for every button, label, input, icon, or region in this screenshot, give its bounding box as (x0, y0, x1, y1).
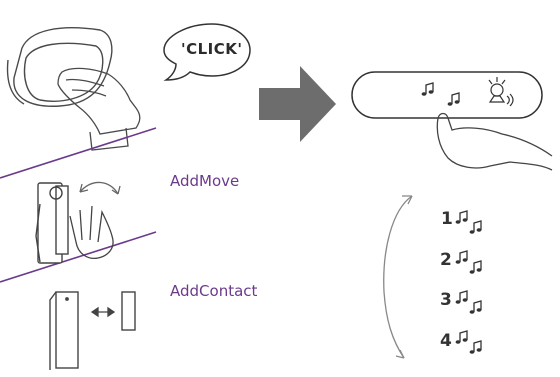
sequence-note-icon (454, 210, 483, 355)
sequence-number-3: 3 (440, 290, 452, 310)
bubble-text: 'CLICK' (181, 40, 243, 58)
chime-unit (6, 27, 113, 107)
pressing-hand-icon (436, 112, 553, 171)
process-arrow (259, 66, 336, 142)
sequence-number-4: 4 (440, 331, 452, 351)
cycle-arrow-icon (79, 181, 119, 195)
divider-line-bottom (0, 231, 157, 283)
addcontact-label: AddContact (170, 282, 258, 300)
sequence-number-1: 1 (441, 209, 453, 229)
speech-bubble (163, 23, 251, 81)
sequence-cycle (383, 195, 413, 359)
chime-panel (351, 71, 543, 119)
swap-arrow-icon (90, 306, 116, 318)
addmove-device (35, 182, 69, 264)
addcontact-device (49, 291, 136, 370)
divider-line-top (0, 127, 157, 179)
sequence-number-2: 2 (440, 250, 452, 270)
addmove-label: AddMove (170, 172, 240, 190)
bell-sound-icon (488, 77, 514, 107)
waving-hand-icon (69, 205, 114, 260)
